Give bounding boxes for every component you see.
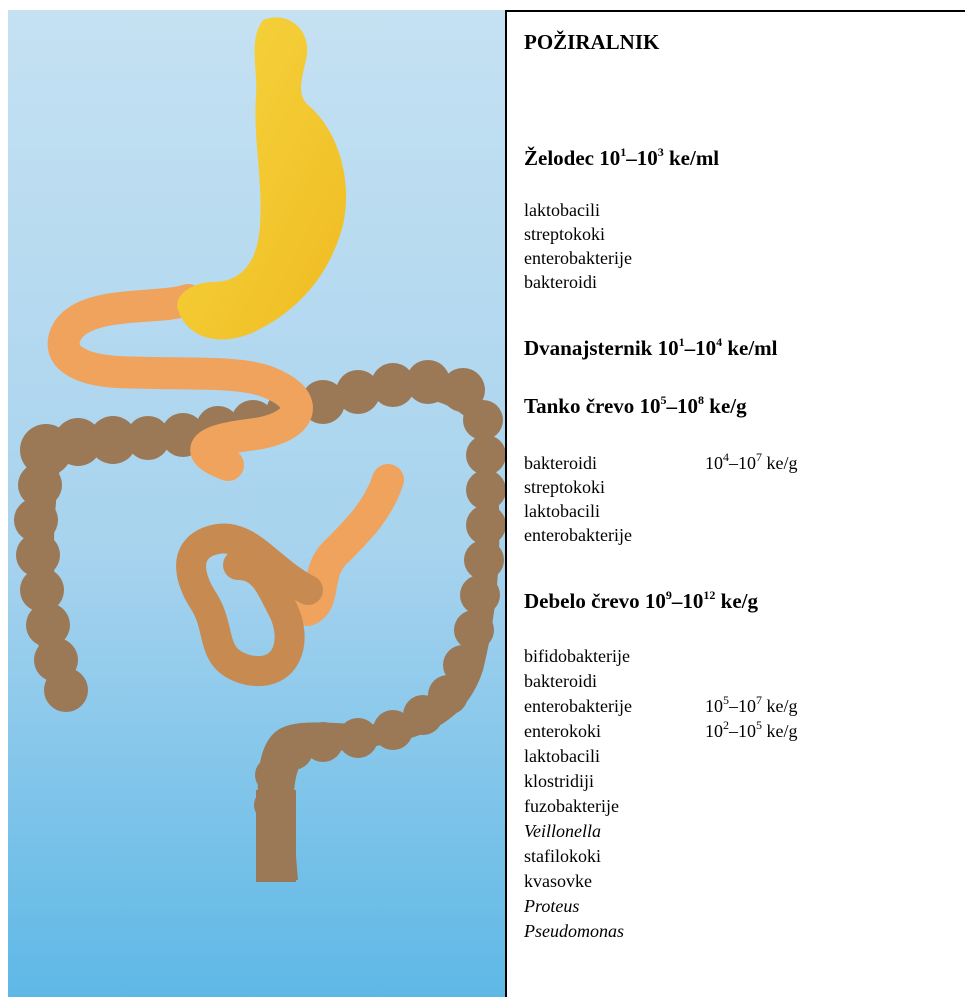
large-intestine-bacteria-12: Pseudomonas — [524, 921, 624, 942]
stomach-bacteria-1: laktobacili — [524, 200, 600, 221]
flora-panel: POŽIRALNIK Želodec 101–103 ke/ml laktoba… — [505, 10, 965, 997]
small-intestine-heading: Tanko črevo 105–108 ke/g — [524, 394, 747, 419]
small-intestine-bacteria-4: enterobakterije — [524, 525, 632, 546]
large-intestine-bacteria-3: enterobakterije — [524, 696, 632, 717]
stomach-bacteria-3: enterobakterije — [524, 248, 632, 269]
large-intestine-bacteria-6: klostridiji — [524, 771, 594, 792]
large-intestine-bacteria-7: fuzobakterije — [524, 796, 619, 817]
digestive-tract-illustration — [8, 10, 505, 997]
large-intestine-bacteria-8: Veillonella — [524, 821, 601, 842]
esophagus-heading: POŽIRALNIK — [524, 30, 659, 55]
digestive-tract-svg — [8, 10, 505, 997]
large-intestine-bacteria-4-count: 102–105 ke/g — [705, 721, 798, 742]
small-intestine-bacteria-3: laktobacili — [524, 501, 600, 522]
large-intestine-bacteria-9: stafilokoki — [524, 846, 601, 867]
small-intestine-bacteria-1: bakteroidi — [524, 453, 597, 474]
large-intestine-bacteria-2: bakteroidi — [524, 671, 597, 692]
stomach-bacteria-2: streptokoki — [524, 224, 605, 245]
large-intestine-bacteria-4: enterokoki — [524, 721, 601, 742]
large-intestine-heading: Debelo črevo 109–1012 ke/g — [524, 589, 758, 614]
stomach-bacteria-4: bakteroidi — [524, 272, 597, 293]
large-intestine-bacteria-1: bifidobakterije — [524, 646, 630, 667]
stomach-heading: Želodec 101–103 ke/ml — [524, 146, 719, 171]
large-intestine-bacteria-5: laktobacili — [524, 746, 600, 767]
small-intestine-bacteria-2: streptokoki — [524, 477, 605, 498]
duodenum-heading: Dvanajsternik 101–104 ke/ml — [524, 336, 778, 361]
small-intestine-bacteria-1-count: 104–107 ke/g — [705, 453, 798, 474]
large-intestine-bacteria-3-count: 105–107 ke/g — [705, 696, 798, 717]
large-intestine-bacteria-10: kvasovke — [524, 871, 592, 892]
large-intestine-bacteria-11: Proteus — [524, 896, 579, 917]
